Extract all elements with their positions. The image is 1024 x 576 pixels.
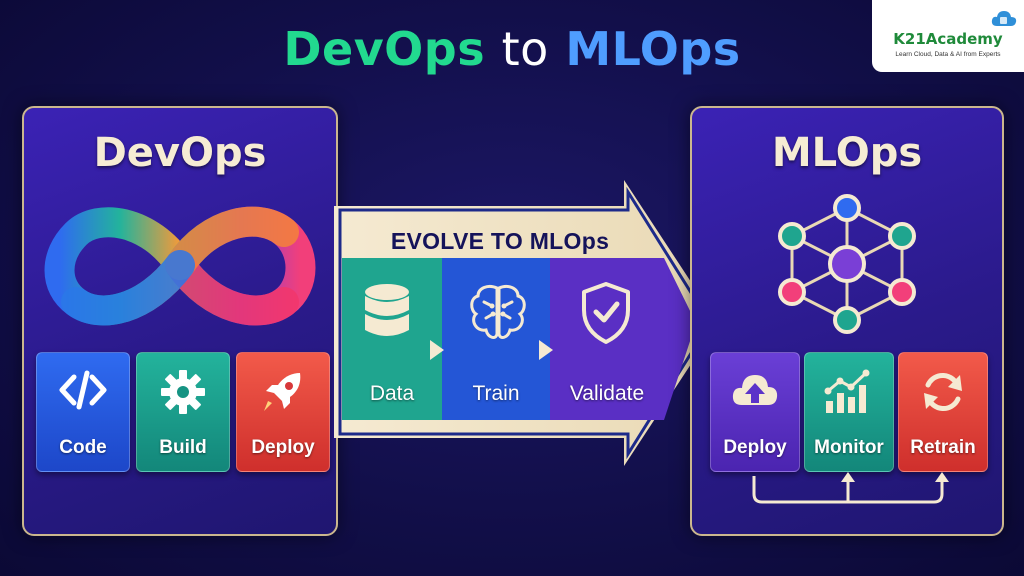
infinity-loop-icon (44, 206, 316, 326)
mlops-step-label: Monitor (814, 437, 884, 458)
title-mlops: MLOps (565, 22, 741, 76)
evolve-banner: EVOLVE TO MLOps (390, 228, 610, 254)
devops-title: DevOps (93, 130, 267, 176)
title-to: to (501, 22, 549, 76)
shield-check-icon (582, 282, 630, 344)
mlops-step-monitor[interactable]: Monitor (804, 352, 894, 472)
stage-label-validate: Validate (569, 382, 645, 405)
devops-step-label: Build (159, 437, 207, 458)
evolve-arrow (334, 180, 718, 466)
devops-panel: DevOps Code (22, 106, 338, 536)
gear-icon (161, 370, 205, 414)
devops-step-label: Code (59, 437, 107, 458)
mlops-step-label: Retrain (910, 437, 976, 458)
mlops-step-deploy[interactable]: Deploy (710, 352, 800, 472)
mlops-step-label: Deploy (723, 437, 787, 458)
rocket-icon (264, 373, 301, 411)
mlops-title: MLOps (771, 130, 923, 176)
page-title: DevOps to MLOps (0, 22, 1024, 76)
mlops-panel: MLOps Deploy (690, 106, 1004, 536)
cloud-upload-icon (732, 375, 778, 405)
brain-icon (470, 284, 526, 339)
logo-name: K21Academy (893, 30, 1003, 48)
refresh-icon (924, 373, 962, 411)
cloud-logo-icon (991, 11, 1017, 26)
database-icon (365, 284, 409, 336)
feedback-loop-arrows (752, 472, 949, 504)
chart-icon (824, 369, 870, 413)
stage-label-data: Data (369, 382, 415, 405)
stage-label-train: Train (472, 382, 520, 405)
neural-network-icon (778, 194, 916, 334)
logo-tagline: Learn Cloud, Data & AI from Experts (895, 51, 1001, 58)
devops-step-label: Deploy (251, 437, 315, 458)
devops-step-build[interactable]: Build (136, 352, 230, 472)
devops-step-deploy[interactable]: Deploy (236, 352, 330, 472)
mlops-step-retrain[interactable]: Retrain (898, 352, 988, 472)
k21academy-logo[interactable]: K21Academy Learn Cloud, Data & AI from E… (872, 0, 1024, 72)
devops-step-code[interactable]: Code (36, 352, 130, 472)
title-devops: DevOps (283, 22, 486, 76)
code-brackets-icon (59, 370, 107, 410)
